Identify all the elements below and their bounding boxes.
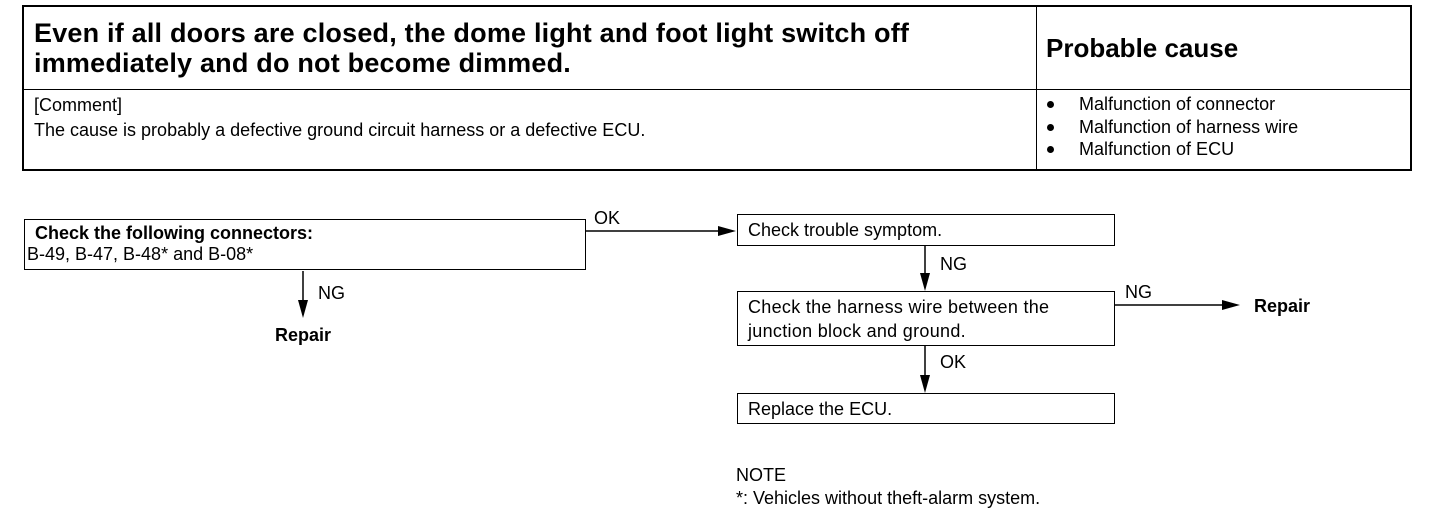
ok-label: OK (940, 352, 967, 372)
check-harness-box: Check the harness wire between the junct… (737, 291, 1115, 346)
check-symptom-label: Check trouble symptom. (748, 220, 943, 240)
table-column-divider (1036, 7, 1037, 169)
cause-list: Malfunction of connector Malfunction of … (1043, 93, 1298, 161)
symptom-title: Even if all doors are closed, the dome l… (34, 18, 1030, 78)
bullet-icon (1047, 101, 1054, 108)
check-connectors-box: Check the following connectors: B-49, B-… (24, 219, 586, 270)
ng-label: NG (1125, 282, 1152, 302)
ng-arrow-icon (1222, 300, 1240, 310)
ok-label: OK (594, 208, 621, 228)
symptom-title-line-2: immediately and do not become dimmed. (34, 48, 571, 78)
bullet-icon (1047, 123, 1054, 131)
probable-cause-heading: Probable cause (1046, 33, 1239, 63)
note-title: NOTE (736, 465, 787, 485)
cause-item-label: Malfunction of harness wire (1079, 116, 1299, 137)
note-text: *: Vehicles without theft-alarm system. (736, 488, 1041, 508)
repair-label: Repair (275, 325, 332, 345)
check-symptom-box: Check trouble symptom. (737, 214, 1115, 246)
check-connectors-title: Check the following connectors: (35, 223, 314, 243)
repair-label: Repair (1254, 296, 1311, 316)
ng-arrow-icon (920, 273, 930, 291)
symptom-title-line-1: Even if all doors are closed, the dome l… (34, 18, 910, 48)
ng-label: NG (318, 283, 345, 303)
ok-arrow-icon (920, 375, 930, 393)
ng-label: NG (940, 254, 967, 274)
replace-ecu-label: Replace the ECU. (748, 399, 893, 419)
replace-ecu-box: Replace the ECU. (737, 393, 1115, 424)
comment-text: The cause is probably a defective ground… (34, 120, 646, 140)
check-harness-line-2: junction block and ground. (748, 321, 966, 341)
bullet-icon (1047, 146, 1054, 153)
cause-item-label: Malfunction of connector (1079, 94, 1276, 114)
ng-arrow-icon (298, 300, 308, 318)
table-row-divider (24, 89, 1410, 90)
cause-item: Malfunction of connector (1043, 93, 1298, 116)
cause-item-label: Malfunction of ECU (1079, 139, 1235, 159)
cause-item: Malfunction of harness wire (1043, 116, 1298, 139)
cause-item: Malfunction of ECU (1043, 138, 1298, 161)
trouble-table: Even if all doors are closed, the dome l… (22, 5, 1412, 171)
check-connectors-list: B-49, B-47, B-48* and B-08* (27, 244, 254, 264)
comment-label: [Comment] (34, 95, 123, 115)
ok-arrow-icon (718, 226, 736, 236)
check-harness-line-1: Check the harness wire between the (748, 297, 1050, 317)
